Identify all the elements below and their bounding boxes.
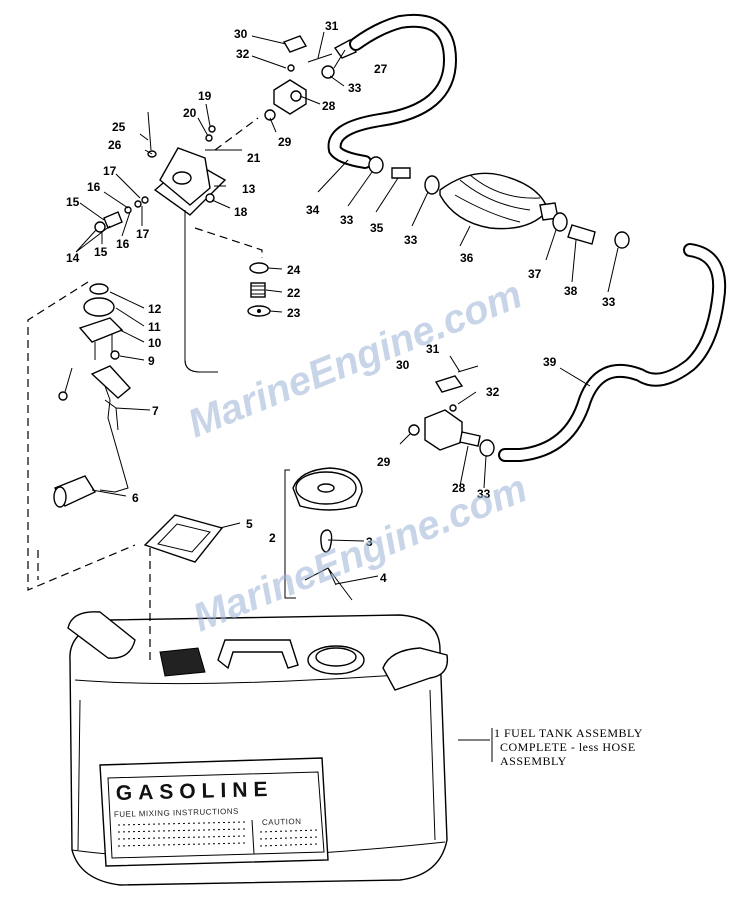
callout-10: 10 xyxy=(148,336,162,350)
fuel-tank: GASOLINE FUEL MIXING INSTRUCTIONS CAUTIO… xyxy=(67,611,449,886)
mixing-instructions-text: FUEL MIXING INSTRUCTIONS xyxy=(114,807,239,819)
callout-9: 9 xyxy=(148,354,155,368)
callout-37: 37 xyxy=(528,267,542,281)
note-line-3: ASSEMBLY xyxy=(500,754,567,768)
callout-25: 25 xyxy=(112,120,126,134)
callout-16b: 16 xyxy=(116,237,130,251)
callout-22: 22 xyxy=(287,286,301,300)
watermark-1: MarineEngine.com xyxy=(182,272,528,446)
callout-20: 20 xyxy=(183,106,197,120)
note-line-2: COMPLETE - less HOSE xyxy=(500,740,636,754)
callout-28: 28 xyxy=(322,99,336,113)
left-handle xyxy=(67,611,136,659)
primer-bulb-line xyxy=(368,156,630,249)
filler-cap-assembly xyxy=(284,467,363,601)
callout-33b: 33 xyxy=(340,213,354,227)
callout-29b: 29 xyxy=(377,455,391,469)
assembly-guide-lines xyxy=(27,117,490,741)
gasket xyxy=(143,514,224,563)
callout-36: 36 xyxy=(460,251,474,265)
callout-13: 13 xyxy=(242,182,256,196)
callout-23: 23 xyxy=(287,306,301,320)
callout-32: 32 xyxy=(236,47,250,61)
note-line-1: 1 FUEL TANK ASSEMBLY xyxy=(494,726,643,740)
callout-30: 30 xyxy=(234,27,248,41)
callout-29: 29 xyxy=(278,135,292,149)
callout-32b: 32 xyxy=(486,385,500,399)
cap-spring-clip xyxy=(320,529,333,553)
gauge-housing xyxy=(147,111,227,373)
top-connector xyxy=(264,35,357,121)
right-handle xyxy=(382,647,449,691)
fuel-hoses xyxy=(327,13,727,462)
callout-19: 19 xyxy=(198,89,212,103)
assembly-note: 1 FUEL TANK ASSEMBLY COMPLETE - less HOS… xyxy=(491,726,643,768)
callout-28b: 28 xyxy=(452,481,466,495)
leader-lines xyxy=(75,31,619,585)
gauge-opening xyxy=(159,647,206,677)
callout-11: 11 xyxy=(148,320,161,334)
callout-38: 38 xyxy=(564,284,578,298)
callout-labels: 30 31 32 27 33 28 19 20 29 25 26 21 17 1… xyxy=(66,19,616,585)
callout-3: 3 xyxy=(366,535,373,549)
callout-33: 33 xyxy=(348,81,362,95)
callout-7: 7 xyxy=(152,404,159,418)
callout-4: 4 xyxy=(380,571,387,585)
callout-6: 6 xyxy=(132,491,139,505)
callout-34: 34 xyxy=(306,203,320,217)
carry-handle xyxy=(217,639,299,670)
tank-brand-text: GASOLINE xyxy=(116,778,274,805)
callout-35: 35 xyxy=(370,221,384,235)
callout-5: 5 xyxy=(246,517,253,531)
watermarks: MarineEngine.com MarineEngine.com xyxy=(182,272,533,640)
caution-text: CAUTION xyxy=(262,817,302,827)
callout-17b: 17 xyxy=(136,227,150,241)
gauge-parts xyxy=(78,283,124,360)
callout-27: 27 xyxy=(374,62,388,76)
callout-31b: 31 xyxy=(426,342,440,356)
callout-33e: 33 xyxy=(477,487,491,501)
callout-2: 2 xyxy=(269,531,276,545)
callout-21: 21 xyxy=(247,151,261,165)
callout-15b: 15 xyxy=(94,245,108,259)
callout-18: 18 xyxy=(234,205,248,219)
callout-15: 15 xyxy=(66,195,80,209)
lower-connector xyxy=(408,365,495,457)
callout-17: 17 xyxy=(103,164,117,178)
callout-39: 39 xyxy=(543,355,557,369)
callout-31: 31 xyxy=(325,19,339,33)
valve-parts xyxy=(94,196,149,233)
callout-16: 16 xyxy=(87,180,101,194)
callout-33d: 33 xyxy=(602,295,616,309)
callout-12: 12 xyxy=(148,302,162,316)
callout-30b: 30 xyxy=(396,358,410,372)
callout-26: 26 xyxy=(108,138,122,152)
callout-24: 24 xyxy=(287,263,301,277)
callout-14: 14 xyxy=(66,251,80,265)
callout-33c: 33 xyxy=(404,233,418,247)
relief-valve-parts xyxy=(247,262,271,317)
float-and-arm xyxy=(53,365,132,508)
